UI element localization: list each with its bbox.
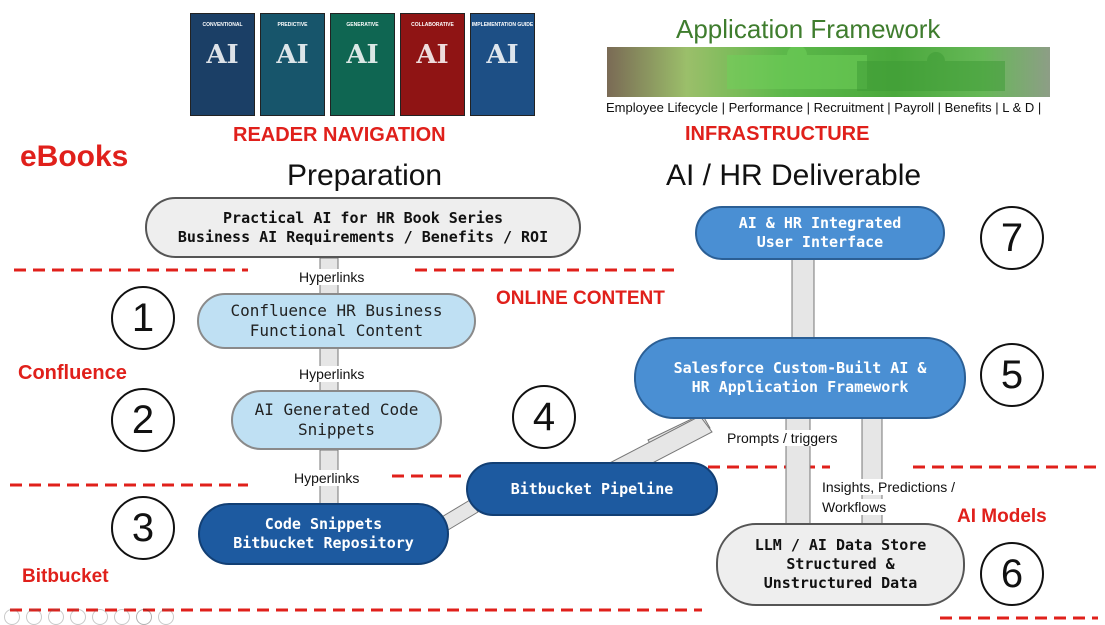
more-options-icon[interactable] — [158, 609, 174, 625]
hyperlinks-label-3: Hyperlinks — [292, 470, 362, 486]
framework-modules: Employee Lifecycle | Performance | Recru… — [606, 100, 1042, 115]
confluence-label: Confluence — [18, 362, 127, 384]
presentation-toolbar[interactable] — [4, 609, 174, 625]
subtitles-icon[interactable] — [114, 609, 130, 625]
next-slide-icon[interactable] — [26, 609, 42, 625]
confluence-node: Confluence HR Business Functional Conten… — [197, 293, 476, 349]
infrastructure-label: INFRASTRUCTURE — [685, 123, 870, 145]
code-generation-node: AI Generated Code Snippets — [231, 390, 442, 450]
book-cover-1: CONVENTIONAL AI — [190, 13, 255, 116]
bitbucket-label: Bitbucket — [22, 566, 109, 587]
book-cover-3: GENERATIVE AI — [330, 13, 395, 116]
hyperlinks-label-2: Hyperlinks — [297, 366, 367, 382]
camera-icon[interactable] — [136, 609, 152, 625]
pen-icon[interactable] — [48, 609, 64, 625]
slides-icon[interactable] — [70, 609, 86, 625]
book-cover-4: COLLABORATIVE AI — [400, 13, 465, 116]
ai-models-label: AI Models — [957, 506, 1047, 527]
step-2-circle: 2 — [111, 388, 175, 452]
insights-label-2: Workflows — [820, 499, 889, 515]
framework-title: Application Framework — [676, 14, 941, 44]
bitbucket-repository-node: Code Snippets Bitbucket Repository — [198, 503, 449, 565]
book-cover-2: PREDICTIVE AI — [260, 13, 325, 116]
puzzle-image — [607, 47, 1050, 97]
book-series-node: Practical AI for HR Book Series Business… — [145, 197, 581, 258]
step-4-circle: 4 — [512, 385, 576, 449]
step-1-circle: 1 — [111, 286, 175, 350]
insights-label-1: Insights, Predictions / — [820, 479, 958, 495]
deliverable-heading: AI / HR Deliverable — [666, 159, 922, 192]
hyperlinks-label-1: Hyperlinks — [297, 269, 367, 285]
reader-navigation-label: READER NAVIGATION — [233, 124, 446, 146]
step-7-circle: 7 — [980, 206, 1044, 270]
step-5-circle: 5 — [980, 343, 1044, 407]
preparation-heading: Preparation — [287, 159, 443, 192]
integrated-ui-node: AI & HR Integrated User Interface — [695, 206, 945, 260]
previous-slide-icon[interactable] — [4, 609, 20, 625]
ebooks-label: eBooks — [20, 140, 129, 173]
prompts-label: Prompts / triggers — [725, 430, 840, 446]
llm-data-store-node: LLM / AI Data Store Structured & Unstruc… — [716, 523, 965, 606]
bitbucket-pipeline-node: Bitbucket Pipeline — [466, 462, 718, 516]
online-content-label: ONLINE CONTENT — [496, 288, 665, 309]
book-cover-5: IMPLEMENTATION GUIDE AI — [470, 13, 535, 116]
step-3-circle: 3 — [111, 496, 175, 560]
salesforce-framework-node: Salesforce Custom-Built AI & HR Applicat… — [634, 337, 966, 419]
zoom-icon[interactable] — [92, 609, 108, 625]
step-6-circle: 6 — [980, 542, 1044, 606]
